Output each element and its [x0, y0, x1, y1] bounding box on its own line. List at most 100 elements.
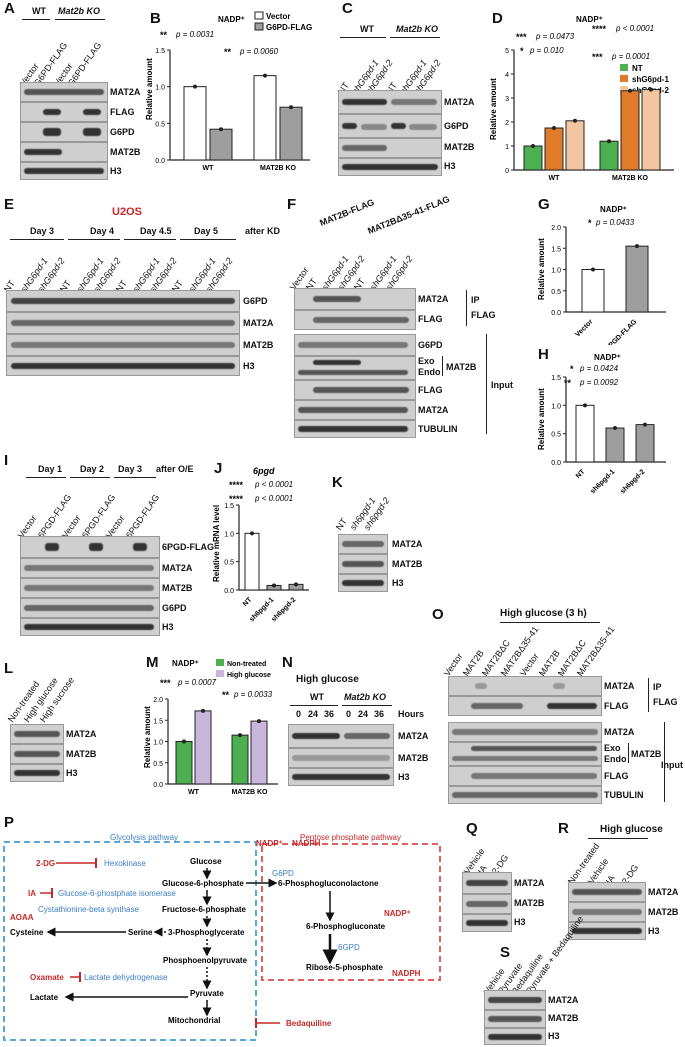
data-point	[238, 733, 242, 738]
panel-p-label: P	[4, 814, 15, 831]
y-tick-label: 0.0	[551, 460, 561, 467]
panel-b-title: NADP⁺	[218, 15, 245, 24]
panel-g-label: G	[538, 196, 550, 213]
panel-m-label: M	[146, 654, 159, 671]
panel-f-ip-label: IP	[471, 295, 480, 305]
y-tick-label: 1	[505, 144, 509, 151]
x-tick-label: WT	[203, 165, 215, 172]
panel-d-label: D	[492, 10, 503, 27]
panel-g-chart: NADP⁺ Relative amount * p = 0.0433 0.00.…	[537, 205, 666, 345]
data-point	[219, 127, 223, 132]
y-tick-label: 1.5	[551, 246, 561, 253]
panel-d-legend-sh1	[620, 75, 628, 82]
inh-oxamate: Oxamate	[30, 973, 64, 982]
y-tick-label: 0	[505, 168, 509, 175]
bar	[250, 720, 268, 785]
bar	[279, 106, 303, 161]
panel-j-stars-2: ****	[229, 494, 244, 504]
met-pep: Phosphoenolpyruvate	[163, 956, 248, 965]
panel-b-p1: p = 0.0031	[175, 30, 214, 39]
x-tick-label: sh6pgd-2	[270, 596, 297, 622]
panel-h-stars-1: *	[570, 364, 574, 374]
panel-f-in-band-1: G6PD	[418, 340, 443, 350]
panel-q-band-2: MAT2B	[514, 898, 545, 908]
x-tick-label: WT	[188, 789, 200, 796]
ppp-label: Pentose phosphate pathway	[300, 833, 401, 842]
data-point	[250, 531, 254, 536]
data-point	[552, 126, 556, 130]
panel-m-ylabel: Relative amount	[143, 706, 152, 768]
panel-a-label: A	[4, 0, 15, 17]
data-point	[531, 144, 535, 148]
enz-6gpd: 6GPD	[338, 943, 360, 952]
panel-i-after: after O/E	[156, 464, 194, 474]
bar	[565, 120, 585, 171]
panel-o-in-endo: Endo	[604, 754, 627, 764]
bar	[194, 710, 212, 785]
panel-l-label: L	[4, 660, 14, 677]
bar	[175, 741, 193, 785]
panel-c-label: C	[342, 0, 353, 17]
data-point	[257, 719, 261, 724]
panel-h-title: NADP⁺	[594, 353, 621, 362]
inh-2dg: 2-DG	[36, 859, 55, 868]
panel-d-legend-nt	[620, 64, 628, 71]
panel-f-label: F	[287, 196, 297, 213]
panel-i-day-1: Day 1	[38, 464, 63, 474]
panel-f-ip-band-2: FLAG	[418, 314, 443, 324]
panel-e-day-4: Day 5	[194, 226, 219, 236]
panel-m-legend-nt	[216, 659, 224, 666]
panel-e-after: after KD	[245, 226, 281, 236]
panel-f-in-exo: Exo	[418, 356, 435, 366]
panel-k-band-1: MAT2A	[392, 539, 423, 549]
panel-f-in-band-4: FLAG	[418, 385, 443, 395]
panel-h-label: H	[538, 346, 549, 363]
panel-n-label: N	[282, 654, 293, 671]
panel-r-title: High glucose	[600, 824, 663, 835]
y-tick-label: 0.0	[155, 158, 165, 165]
panel-d-legend-2: shG6pd-1	[632, 75, 669, 84]
x-tick-label: MAT2B KO	[260, 165, 297, 172]
y-tick-label: 2.0	[551, 225, 561, 232]
panel-n-title: High glucose	[296, 674, 359, 685]
panel-h-stars-2: **	[564, 378, 572, 388]
cof-nadph-2: NADPH	[392, 969, 421, 978]
enz-ldh: Lactate dehydrogenase	[84, 973, 168, 982]
panel-b-label: B	[150, 10, 161, 27]
y-tick-label: 0.0	[551, 310, 561, 317]
inh-bedaquiline: Bedaquiline	[286, 1019, 332, 1028]
panel-i-band-1: 6PGD-FLAG	[162, 542, 215, 552]
panel-d-legend-sh2	[620, 86, 628, 93]
met-6pg: 6-Phosphogluconate	[306, 922, 386, 931]
panel-d-p2: p = 0.010	[529, 46, 564, 55]
met-lactate: Lactate	[30, 993, 59, 1002]
bar	[209, 128, 233, 161]
panel-n-band-1: MAT2A	[398, 731, 429, 741]
panel-e-day-3: Day 4.5	[140, 226, 172, 236]
y-tick-label: 1.5	[224, 503, 234, 510]
panel-o-in-exo: Exo	[604, 743, 621, 753]
panel-n-hour-3: 36	[324, 709, 335, 719]
bar	[544, 127, 564, 171]
met-pyruvate: Pyruvate	[190, 989, 224, 998]
bar	[635, 424, 655, 463]
panel-a-wt: WT	[32, 6, 46, 16]
panel-h-p2: p = 0.0092	[579, 378, 619, 387]
panel-e-band-1: G6PD	[243, 296, 268, 306]
panel-i-band-4: G6PD	[162, 603, 187, 613]
panel-g-stars: *	[588, 218, 592, 228]
panel-p-diagram: Glycolysis pathway Pentose phosphate pat…	[3, 833, 441, 1041]
y-tick-label: 1.5	[155, 48, 165, 55]
met-6pgl: 6-Phosphogluconolactone	[278, 879, 379, 888]
y-tick-label: 4	[505, 72, 509, 79]
y-tick-label: 1.0	[224, 531, 234, 538]
panel-n-wt: WT	[310, 692, 324, 702]
met-f6p: Fructose-6-phosphate	[162, 905, 247, 914]
panel-f-mat2b: MAT2B	[446, 362, 477, 372]
cof-nadp-2: NADP⁺	[384, 909, 411, 918]
panel-c-wt: WT	[360, 24, 374, 34]
met-cysteine: Cysteine	[10, 928, 44, 937]
glycolysis-box	[3, 841, 257, 1041]
data-point	[591, 267, 595, 272]
met-glucose: Glucose	[190, 857, 222, 866]
